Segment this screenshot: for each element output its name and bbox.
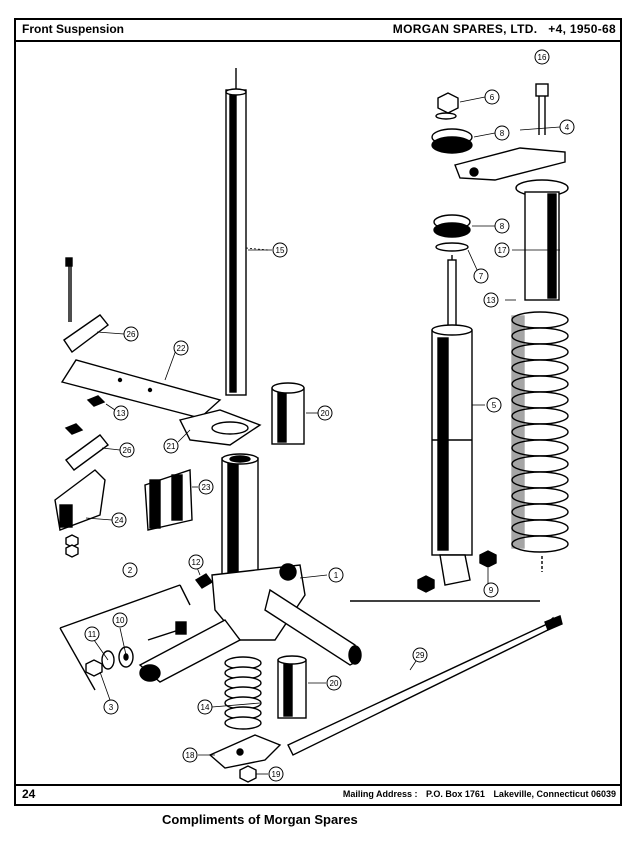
header-rule — [14, 40, 622, 42]
footer-rule — [14, 784, 622, 786]
svg-text:8: 8 — [500, 222, 505, 231]
callout-15: 15 — [272, 242, 288, 258]
svg-text:26: 26 — [123, 446, 132, 455]
svg-text:21: 21 — [167, 442, 176, 451]
svg-text:14: 14 — [201, 703, 210, 712]
svg-text:2: 2 — [128, 566, 133, 575]
callout-21: 21 — [163, 438, 179, 454]
callout-22: 22 — [173, 340, 189, 356]
section-title: Front Suspension — [22, 22, 124, 36]
callout-17: 17 — [494, 242, 510, 258]
svg-text:4: 4 — [565, 123, 570, 132]
publisher-name: MORGAN SPARES, LTD. — [392, 22, 538, 36]
svg-text:5: 5 — [492, 401, 497, 410]
callout-26a: 26 — [123, 326, 139, 342]
svg-text:23: 23 — [202, 483, 211, 492]
svg-text:22: 22 — [177, 344, 186, 353]
svg-text:18: 18 — [186, 751, 195, 760]
mailing-address: Mailing Address : P.O. Box 1761 Lakevill… — [337, 789, 616, 799]
callout-7: 7 — [473, 268, 489, 284]
svg-text:20: 20 — [330, 679, 339, 688]
callout-11: 11 — [84, 626, 100, 642]
callout-26b: 26 — [119, 442, 135, 458]
svg-text:1: 1 — [334, 571, 339, 580]
callout-29: 29 — [412, 647, 428, 663]
callout-14: 14 — [197, 699, 213, 715]
coil-spring-part — [511, 311, 569, 553]
svg-text:29: 29 — [416, 651, 425, 660]
callout-1: 1 — [328, 567, 344, 583]
callout-20a: 20 — [317, 405, 333, 421]
callout-4: 4 — [559, 119, 575, 135]
callout-3: 3 — [103, 699, 119, 715]
callout-23: 23 — [198, 479, 214, 495]
header-publisher: MORGAN SPARES, LTD. +4, 1950-68 — [393, 18, 616, 40]
svg-text:10: 10 — [116, 616, 125, 625]
svg-text:7: 7 — [479, 272, 484, 281]
callout-9: 9 — [483, 582, 499, 598]
callout-24: 24 — [111, 512, 127, 528]
svg-text:13: 13 — [487, 296, 496, 305]
svg-text:19: 19 — [272, 770, 281, 779]
svg-text:15: 15 — [276, 246, 285, 255]
model-years: +4, 1950-68 — [548, 22, 616, 36]
svg-text:8: 8 — [500, 129, 505, 138]
callout-5: 5 — [486, 397, 502, 413]
svg-text:16: 16 — [538, 53, 547, 62]
callout-13a: 13 — [113, 405, 129, 421]
callout-8b: 8 — [494, 218, 510, 234]
svg-text:12: 12 — [192, 558, 201, 567]
callout-2: 2 — [122, 562, 138, 578]
city-state-zip: Lakeville, Connecticut 06039 — [493, 789, 616, 799]
callout-6a: 6 — [484, 89, 500, 105]
po-box: P.O. Box 1761 — [426, 789, 485, 799]
svg-text:9: 9 — [489, 586, 494, 595]
svg-text:17: 17 — [498, 246, 507, 255]
callout-16: 16 — [534, 49, 550, 65]
compliments-caption: Compliments of Morgan Spares — [162, 812, 358, 827]
page-number: 24 — [22, 787, 36, 801]
callout-19: 19 — [268, 766, 284, 782]
svg-text:20: 20 — [321, 409, 330, 418]
svg-text:13: 13 — [117, 409, 126, 418]
callout-8a: 8 — [494, 125, 510, 141]
svg-text:3: 3 — [109, 703, 114, 712]
callout-10: 10 — [112, 612, 128, 628]
page-frame — [14, 18, 622, 806]
svg-text:11: 11 — [88, 630, 97, 639]
lower-spring-part — [224, 656, 262, 730]
callout-18: 18 — [182, 747, 198, 763]
callout-12: 12 — [188, 554, 204, 570]
callout-20b: 20 — [326, 675, 342, 691]
callout-13b: 13 — [483, 292, 499, 308]
svg-text:26: 26 — [127, 330, 136, 339]
svg-text:6: 6 — [490, 93, 495, 102]
mailing-label: Mailing Address : — [342, 789, 418, 799]
svg-text:24: 24 — [115, 516, 124, 525]
